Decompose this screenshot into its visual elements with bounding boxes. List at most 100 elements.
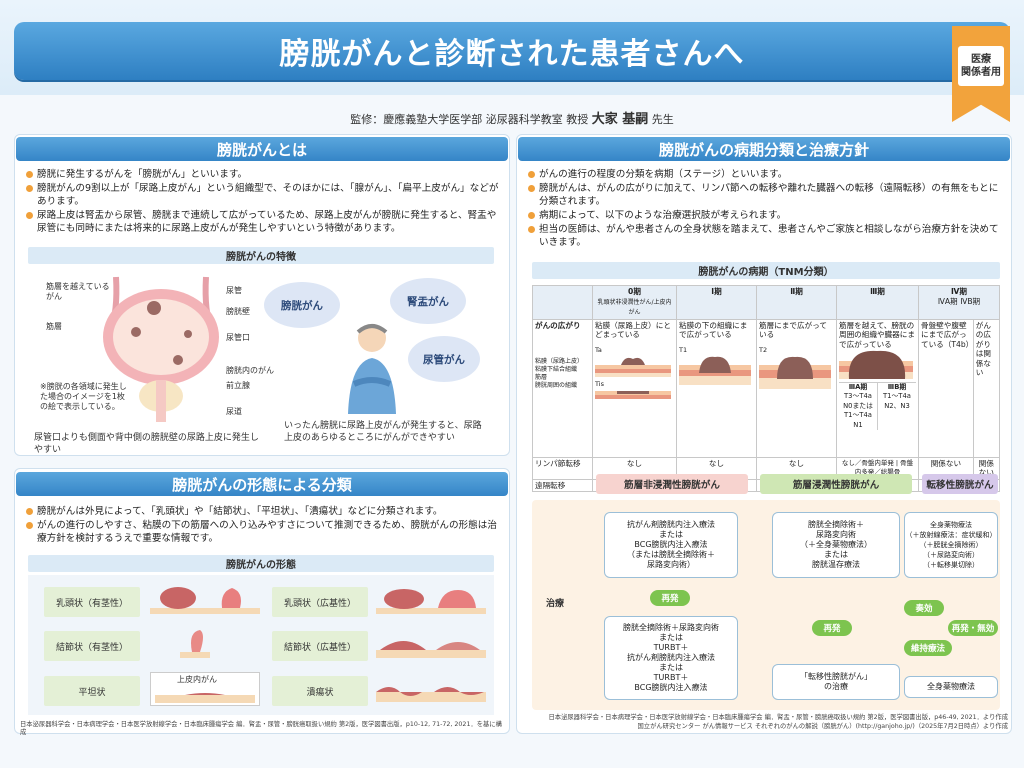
- anat-label-bladder-wall: 膀胱壁: [226, 307, 250, 316]
- bullet: 担当の医師は、がんや患者さんの全身状態を踏まえて、患者さんやご家族と相談しながら…: [528, 223, 1004, 249]
- category-mibc: 筋層浸潤性膀胱がん: [760, 474, 912, 494]
- t-label: T1: [679, 345, 688, 354]
- anat-label-ureter: 尿管: [226, 286, 242, 295]
- figure-caption: いったん膀胱に尿路上皮がんが発生すると、尿路上皮のあらゆるところにがんができやす…: [284, 421, 482, 443]
- img-papillary-pedunculated: [150, 587, 260, 614]
- section-about-title: 膀胱がんとは: [16, 137, 508, 161]
- stage2-graphic: [759, 356, 831, 389]
- anat-label-ureteral-orifice: 尿管口: [226, 333, 250, 342]
- stage-2-header: Ⅱ期: [756, 285, 837, 320]
- bullet: 膀胱に発生するがんを「膀胱がん」といいます。: [26, 168, 500, 181]
- row-spread-label: がんの広がり 粘膜（尿路上皮） 粘膜下結合組織 筋層 膀胱周囲の組織: [532, 318, 593, 458]
- spread-0: 粘膜（尿路上皮）にとどまっている Ta Tis: [592, 318, 677, 458]
- form-papillary-pedunculated: 乳頭状（有茎性）: [44, 587, 140, 617]
- title-bar: 膀胱がんと診断された患者さんへ: [14, 22, 1010, 80]
- feature-subhead: 膀胱がんの特徴: [28, 247, 494, 264]
- section-stage-title: 膀胱がんの病期分類と治療方針: [518, 137, 1010, 161]
- section-forms-bullets: 膀胱がんは外見によって、「乳頭状」や「結節状」、「平坦状」、「潰瘍状」などに分類…: [26, 505, 500, 546]
- carcinoma-in-situ-inset: 上皮内がん: [150, 672, 260, 706]
- anat-note: ※膀胱の各領域に発生した場合のイメージを1枚の絵で表示している。: [40, 382, 127, 411]
- spread-1: 粘膜の下の組織にまで広がっている T1: [676, 318, 757, 458]
- badge-line-1: 医療: [971, 54, 991, 65]
- form-flat: 平坦状: [44, 676, 140, 706]
- bullet: 膀胱がんは、がんの広がりに加えて、リンパ節への転移や離れた臓器への転移（遠隔転移…: [528, 182, 1004, 208]
- bullet: 膀胱がんの9割以上が「尿路上皮がん」という組織型で、そのほかには、「腺がん」、「…: [26, 182, 500, 208]
- tnm-subhead: 膀胱がんの病期（TNM分類）: [532, 262, 1000, 279]
- bullet: 病期によって、以下のような治療選択肢が考えられます。: [528, 209, 1004, 222]
- form-nodular-sessile: 結節状（広基性）: [272, 631, 368, 661]
- inset-label: 上皮内がん: [177, 675, 217, 684]
- tnm-corner: [532, 285, 593, 320]
- img-nodular-pedunculated: [180, 630, 210, 658]
- lymph-4b: 関係ない: [972, 456, 1001, 480]
- anat-label-prostate: 前立腺: [226, 381, 250, 390]
- stage1-graphic: [679, 356, 751, 385]
- supervisor-name: 大家 基嗣: [591, 112, 649, 127]
- badge-line-2: 関係者用: [961, 67, 1001, 78]
- treatment-label: 治療: [546, 599, 565, 609]
- row-lymph-label: リンパ節転移: [532, 456, 593, 480]
- img-papillary-sessile: [376, 589, 486, 614]
- stage-1-header: Ⅰ期: [676, 285, 757, 320]
- meta-maintenance: 維持療法: [904, 640, 952, 656]
- bubble-renal-pelvis: 腎盂がん: [390, 278, 466, 324]
- meta-final-line: 全身薬物療法: [904, 676, 998, 698]
- tissue-label: 粘膜（尿路上皮）: [535, 358, 584, 365]
- bubble-ureter: 尿管がん: [408, 336, 480, 382]
- bullet: がんの進行の程度の分類を病期（ステージ）といいます。: [528, 168, 1004, 181]
- stage0-ta-graphic: [595, 357, 671, 377]
- meta-recurrence: 再発・無効: [948, 620, 998, 636]
- nmibc-second-line: 膀胱全摘除術＋尿路変向術 または TURBT＋ 抗がん剤膀胱内注入療法 または …: [604, 616, 738, 700]
- bullet: がんの進行のしやすさ、粘膜の下の筋層への入り込みやすさについて推測できるため、膀…: [26, 519, 500, 545]
- anat-label-intravesical: 膀胱内のがん: [226, 366, 274, 375]
- form-papillary-sessile: 乳頭状（広基性）: [272, 587, 368, 617]
- lymph-3: なし／骨盤内単発 | 骨盤内多発／総腸骨: [836, 456, 919, 480]
- stage3-graphic: [839, 350, 913, 379]
- stage-0-header: 0期乳頭状非浸潤性がん/上皮内がん: [592, 285, 677, 320]
- t-label: T2: [759, 345, 768, 354]
- flat-lesion-graphic: [155, 693, 255, 703]
- nmibc-first-line: 抗がん剤膀胱内注入療法 または BCG膀胱内注入療法 （または膀胱全摘除術＋ 尿…: [604, 512, 738, 578]
- mibc-recurrence: 再発: [812, 620, 852, 636]
- stage-3-header: Ⅲ期: [836, 285, 919, 320]
- spread-2: 筋層にまで広がっている T2: [756, 318, 837, 458]
- stage-citation-2: 国立がん研究センター がん情報サービス それぞれのがんの解説（膀胱がん）(htt…: [637, 723, 1008, 730]
- worried-patient-illustration: [348, 324, 396, 414]
- mibc-second-line: 「転移性膀胱がん」 の治療: [772, 664, 900, 700]
- mibc-first-line: 膀胱全摘除術＋ 尿路変向術 （＋全身薬物療法） または 膀胱温存療法: [772, 512, 900, 578]
- meta-first-line: 全身薬物療法 （＋放射線療法：症状緩和） （＋膀胱全摘除術） （＋尿路変向術） …: [904, 512, 998, 578]
- tissue-label: 粘膜下結合組織: [535, 366, 578, 373]
- tissue-label: 膀胱周囲の組織: [535, 382, 578, 389]
- tissue-label: 筋層: [535, 374, 548, 381]
- t-label: Tis: [595, 379, 604, 388]
- section-about-bullets: 膀胱に発生するがんを「膀胱がん」といいます。 膀胱がんの9割以上が「尿路上皮がん…: [26, 168, 500, 236]
- anat-label-muscle: 筋層: [46, 322, 62, 331]
- img-nodular-sessile: [376, 641, 486, 658]
- img-ulcerative: [376, 687, 486, 702]
- category-nmibc: 筋層非浸潤性膀胱がん: [596, 474, 748, 494]
- bullet: 膀胱がんは外見によって、「乳頭状」や「結節状」、「平坦状」、「潰瘍状」などに分類…: [26, 505, 500, 518]
- bullet: 尿路上皮は腎盂から尿管、膀胱まで連続して広がっているため、尿路上皮がんが膀胱に発…: [26, 209, 500, 235]
- badge-label: 医療 関係者用: [958, 46, 1004, 86]
- spread-4b: がんの広がりは関係ない: [972, 318, 1001, 458]
- category-metastatic: 転移性膀胱がん: [922, 474, 998, 494]
- forms-subhead: 膀胱がんの形態: [28, 555, 494, 572]
- stage-3b-detail: T1～T4a N2、N3: [883, 392, 911, 410]
- supervisor: 監修：慶應義塾大学医学部 泌尿器科学教室 教授 大家 基嗣 先生: [0, 108, 1024, 127]
- bladder-anatomy-illustration: [103, 276, 219, 422]
- anat-label-urethra: 尿道: [226, 407, 242, 416]
- anat-label-invasive: 筋層を越えている がん: [46, 282, 110, 301]
- anat-caption: 尿管口よりも側面や背中側の膀胱壁の尿路上皮に発生しやすい: [34, 433, 259, 455]
- form-ulcerative: 潰瘍状: [272, 676, 368, 706]
- stage-citation-1: 日本泌尿器科学会・日本病理学会・日本医学放射線学会・日本臨床腫瘍学会 編．腎盂・…: [548, 714, 1008, 721]
- stage0-tis-graphic: [595, 391, 671, 399]
- stage-3b: ⅢB期: [887, 382, 907, 391]
- row-distant-label: 遠隔転移: [532, 478, 593, 492]
- spread-4a: 骨盤壁や腹壁にまで広がっている（T4b）: [918, 318, 974, 458]
- nmibc-recurrence: 再発: [650, 590, 690, 606]
- forms-citation: 日本泌尿器科学会・日本病理学会・日本医学放射線学会・日本臨床腫瘍学会 編．腎盂・…: [20, 721, 502, 736]
